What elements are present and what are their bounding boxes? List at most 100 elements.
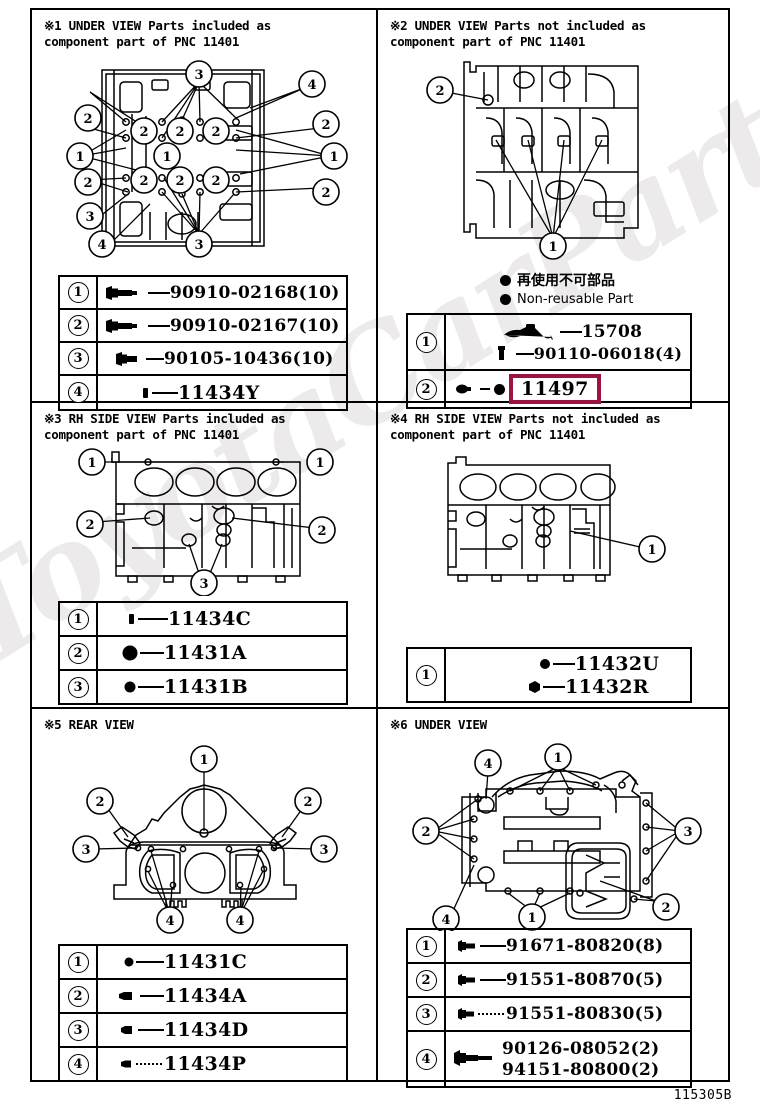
svg-text:2: 2 xyxy=(85,518,94,533)
table-row[interactable]: 4 90126-08052(2) 94151-80800(2) xyxy=(408,1032,690,1086)
callout-badge: 4 xyxy=(67,1053,89,1075)
callout-number: 1 xyxy=(408,315,446,369)
table-row[interactable]: 4 11434P xyxy=(60,1048,346,1080)
part-number: 11431B xyxy=(164,676,248,698)
table-row[interactable]: 1 15708 xyxy=(408,315,690,371)
table-row[interactable]: 1 11432U xyxy=(408,649,690,701)
flange-bolt-icon xyxy=(458,940,475,952)
table-row[interactable]: 3 11431B xyxy=(60,671,346,703)
svg-text:4: 4 xyxy=(307,78,316,93)
callout-badge: 3 xyxy=(415,1003,437,1025)
table-row[interactable]: 2 11431A xyxy=(60,637,346,671)
leader-line xyxy=(148,291,170,294)
part-number: 11432R xyxy=(565,675,649,698)
table-row[interactable]: 2 11497 xyxy=(408,371,690,407)
part-number: 11434P xyxy=(164,1053,247,1075)
table-row[interactable]: 4 11434Y xyxy=(60,376,346,409)
highlighted-part-box[interactable]: 11497 xyxy=(509,374,601,404)
callout-number: 2 xyxy=(60,637,98,669)
callout-badge: 2 xyxy=(415,969,437,991)
svg-text:2: 2 xyxy=(83,112,92,127)
plug-icon xyxy=(143,387,148,398)
flange-bolt-dotted-icon xyxy=(458,1008,474,1020)
callout-badge: 1 xyxy=(67,608,89,630)
callout-number: 1 xyxy=(408,649,446,701)
panel-1-title: ※1 UNDER VIEW Parts included as componen… xyxy=(44,18,271,49)
leader-line xyxy=(148,324,170,327)
oil-nozzle-icon xyxy=(503,323,553,340)
svg-text:4: 4 xyxy=(483,757,492,772)
taper-plug-dotted-icon xyxy=(121,1060,131,1068)
part-number: 11431A xyxy=(164,642,247,664)
long-bolt-icon xyxy=(106,318,137,333)
svg-text:1: 1 xyxy=(553,751,562,766)
svg-text:1: 1 xyxy=(315,456,324,471)
table-row[interactable]: 3 91551-80830(5) xyxy=(408,998,690,1032)
callout-badge: 4 xyxy=(67,382,89,403)
panel-1-diagram: 3 3 4 2 2 1 1 2 2 3 4 2 2 2 2 2 2 1 xyxy=(66,60,348,258)
table-row[interactable]: 1 11431C xyxy=(60,946,346,980)
part-number: 15708 xyxy=(581,321,643,342)
part-entry: 11432U 11432R xyxy=(446,649,690,701)
part-entry: 11434C xyxy=(98,603,346,635)
legend-text-jp: 再使用不可部品 xyxy=(517,273,615,289)
part-entry: 90910-02168(10) xyxy=(98,277,346,308)
taper-plug-icon xyxy=(119,992,132,1000)
callout-badge: 1 xyxy=(67,951,89,973)
table-row[interactable]: 1 90910-02168(10) xyxy=(60,277,346,310)
leader-line-dotted xyxy=(478,1013,504,1015)
svg-text:3: 3 xyxy=(194,68,203,83)
callout-number: 1 xyxy=(60,946,98,978)
callout-number: 1 xyxy=(60,603,98,635)
panel-2-title: ※2 UNDER VIEW Parts not included as comp… xyxy=(390,18,646,49)
part-lines: 90126-08052(2) 94151-80800(2) xyxy=(502,1039,659,1080)
pin-icon xyxy=(129,614,134,624)
table-row[interactable]: 1 91671-80820(8) xyxy=(408,930,690,964)
leader-line xyxy=(480,979,506,981)
leader-line xyxy=(515,352,534,355)
svg-text:1: 1 xyxy=(87,456,96,471)
callout-badge: 3 xyxy=(67,676,89,698)
callout-badge: 1 xyxy=(415,331,437,353)
svg-text:2: 2 xyxy=(175,174,184,189)
callout-number: 2 xyxy=(408,371,446,407)
svg-text:2: 2 xyxy=(321,118,330,133)
plug-washer-icon xyxy=(456,384,471,394)
small-bolt-icon xyxy=(497,345,505,360)
leader-line xyxy=(480,945,506,947)
svg-text:2: 2 xyxy=(139,125,148,140)
part-entry: 11431C xyxy=(98,946,346,978)
panel-6: ※6 UNDER VIEW xyxy=(378,709,730,1088)
leader-line xyxy=(136,961,164,963)
callout-number: 2 xyxy=(408,964,446,996)
legend-text-en: Non-reusable Part xyxy=(517,292,634,307)
part-number: 11434C xyxy=(168,608,252,630)
table-row[interactable]: 3 90105-10436(10) xyxy=(60,343,346,376)
part-number: 11431C xyxy=(164,951,248,973)
table-row[interactable]: 3 11434D xyxy=(60,1014,346,1048)
table-row[interactable]: 2 91551-80870(5) xyxy=(408,964,690,998)
part-number: 90105-10436(10) xyxy=(164,348,334,369)
callout-number: 3 xyxy=(408,998,446,1030)
callout-badge: 3 xyxy=(67,1019,89,1041)
leader-line-dotted xyxy=(136,1063,162,1065)
callout-badge: 2 xyxy=(67,315,89,336)
part-entry: 15708 90110-06018(4) xyxy=(446,315,690,369)
svg-text:1: 1 xyxy=(329,150,338,165)
part-number: 90110-06018(4) xyxy=(533,344,683,363)
svg-text:1: 1 xyxy=(548,240,557,255)
table-row[interactable]: 1 11434C xyxy=(60,603,346,637)
callout-badge: 1 xyxy=(67,282,89,303)
vertical-divider xyxy=(376,10,378,1080)
leader-line xyxy=(152,391,178,394)
leader-line xyxy=(140,652,164,654)
table-row[interactable]: 2 90910-02167(10) xyxy=(60,310,346,343)
part-entry: 11434A xyxy=(98,980,346,1012)
callout-badge: 2 xyxy=(67,642,89,664)
callout-number: 3 xyxy=(60,1014,98,1046)
panel-3: ※3 RH SIDE VIEW Parts included as compon… xyxy=(32,403,376,707)
callout-number: 3 xyxy=(60,671,98,703)
part-number: 91671-80820(8) xyxy=(506,936,664,956)
table-row[interactable]: 2 11434A xyxy=(60,980,346,1014)
svg-text:1: 1 xyxy=(527,911,536,926)
